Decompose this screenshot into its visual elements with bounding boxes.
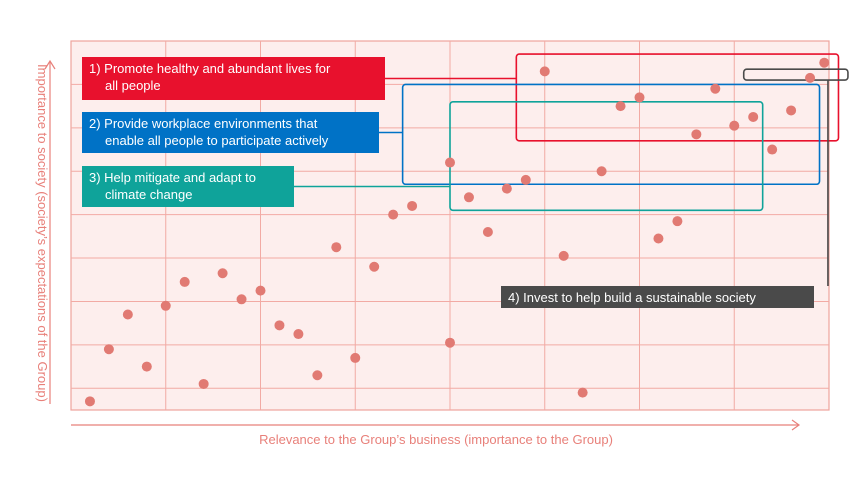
data-point	[407, 200, 418, 211]
data-point	[84, 396, 95, 407]
data-point	[748, 111, 759, 122]
callout-label-2-line-2: enable all people to participate activel…	[105, 133, 329, 148]
callout-label-box-4	[501, 286, 814, 308]
data-point	[577, 387, 588, 398]
callout-label-box-1	[82, 57, 385, 100]
data-point	[558, 250, 569, 261]
data-point	[103, 344, 114, 355]
data-point	[520, 174, 531, 185]
data-point	[179, 276, 190, 287]
data-point	[312, 370, 323, 381]
callout-label-4-line-1: 4) Invest to help build a sustainable so…	[508, 290, 756, 305]
data-point	[141, 361, 152, 372]
data-point	[767, 144, 778, 155]
data-point	[350, 352, 361, 363]
data-point	[482, 227, 493, 238]
data-point	[463, 192, 474, 203]
data-point	[160, 300, 171, 311]
data-point	[198, 378, 209, 389]
data-points	[84, 57, 830, 407]
data-point	[539, 66, 550, 77]
callout-region-1	[515, 53, 840, 142]
callout-boxes	[401, 53, 849, 212]
data-point	[596, 166, 607, 177]
y-axis-arrowhead	[44, 59, 56, 70]
data-point	[501, 183, 512, 194]
data-point	[388, 209, 399, 220]
x-axis-label: Relevance to the Group’s business (impor…	[259, 432, 613, 447]
data-point	[255, 285, 266, 296]
callout-region-3	[449, 100, 764, 212]
data-point	[672, 216, 683, 227]
x-axis-arrowhead	[791, 419, 801, 431]
callout-label-box-3	[82, 166, 294, 207]
data-point	[293, 329, 304, 340]
callout-region-4	[742, 68, 849, 81]
data-point	[786, 105, 797, 116]
callout-label-2-line-1: 2) Provide workplace environments that	[89, 116, 318, 131]
data-point	[217, 268, 228, 279]
callout-region-2	[401, 83, 821, 186]
data-point	[274, 320, 285, 331]
data-point	[236, 294, 247, 305]
data-point	[805, 72, 816, 83]
data-point	[634, 92, 645, 103]
data-point	[653, 233, 664, 244]
callout-label-1-line-2: all people	[105, 78, 161, 93]
data-point	[331, 242, 342, 253]
y-axis-label: Importance to society (society’s expecta…	[35, 64, 50, 402]
callout-label-1-line-1: 1) Promote healthy and abundant lives fo…	[89, 61, 331, 76]
callout-labels: 1) Promote healthy and abundant lives fo…	[82, 57, 829, 308]
data-point	[710, 83, 721, 94]
data-point	[691, 129, 702, 140]
callout-label-3-line-1: 3) Help mitigate and adapt to	[89, 170, 256, 185]
data-point	[445, 337, 455, 348]
callout-label-3-line-2: climate change	[105, 187, 192, 202]
data-point	[122, 309, 133, 320]
data-point	[729, 120, 740, 131]
data-point	[369, 261, 380, 272]
data-point	[615, 101, 626, 112]
callout-label-box-2	[82, 112, 379, 153]
data-point	[819, 57, 830, 68]
data-point	[445, 157, 455, 168]
